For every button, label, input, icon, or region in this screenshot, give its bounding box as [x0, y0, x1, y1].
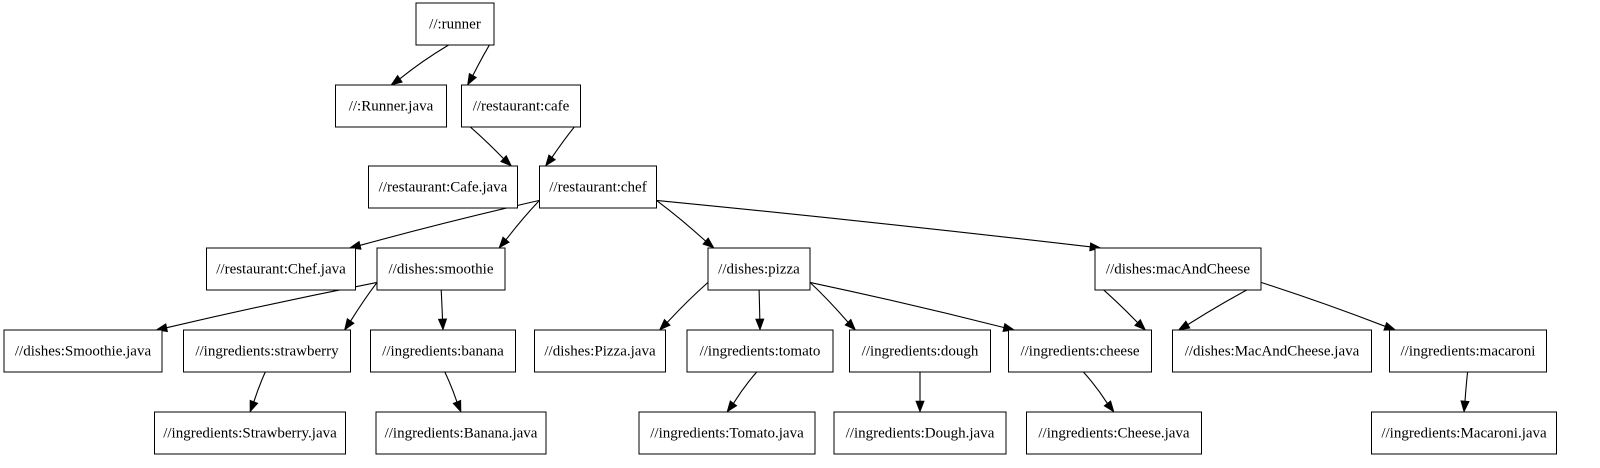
graph-node-restaurant_chef[interactable]: //restaurant:chef [539, 165, 657, 209]
node-label: //ingredients:Dough.java [846, 425, 995, 441]
graph-node-cafe_java[interactable]: //restaurant:Cafe.java [368, 165, 518, 209]
graph-edge [658, 281, 709, 331]
node-box [707, 247, 811, 291]
node-box [849, 329, 991, 373]
graph-node-ing_dough[interactable]: //ingredients:dough [849, 329, 991, 373]
node-box [638, 411, 816, 455]
node-label: //ingredients:macaroni [1401, 343, 1536, 359]
node-label: //ingredients:banana [382, 343, 504, 359]
graph-node-dough_java[interactable]: //ingredients:Dough.java [833, 411, 1007, 455]
node-box [1371, 411, 1557, 455]
graph-edge [726, 371, 758, 413]
node-label: //dishes:Pizza.java [544, 343, 656, 359]
node-box [833, 411, 1007, 455]
node-label: //ingredients:Banana.java [385, 425, 538, 441]
node-box [370, 329, 516, 373]
graph-node-ing_banana[interactable]: //ingredients:banana [370, 329, 516, 373]
node-label: //dishes:macAndCheese [1106, 261, 1250, 277]
graph-edge [809, 281, 857, 331]
graph-edge [1082, 371, 1115, 413]
graph-edge [1260, 281, 1397, 331]
graph-node-banana_java[interactable]: //ingredients:Banana.java [375, 411, 547, 455]
graph-node-runner_java[interactable]: //:Runner.java [335, 84, 447, 128]
node-box [534, 329, 666, 373]
graph-edge [1460, 371, 1470, 413]
node-box [3, 329, 163, 373]
node-label: //ingredients:tomato [700, 343, 821, 359]
graph-node-dishes_smoothie[interactable]: //dishes:smoothie [376, 247, 506, 291]
node-box [206, 247, 356, 291]
node-box [368, 165, 518, 209]
node-label: //restaurant:cafe [473, 98, 570, 114]
graph-node-pizza_java[interactable]: //dishes:Pizza.java [534, 329, 666, 373]
graph-edge [809, 281, 1016, 332]
node-box [1026, 411, 1202, 455]
graph-edge [656, 199, 715, 249]
node-label: //ingredients:strawberry [195, 343, 339, 359]
graph-node-cheese_java[interactable]: //ingredients:Cheese.java [1026, 411, 1202, 455]
node-box [686, 329, 834, 373]
graph-edge [437, 289, 448, 331]
node-label: //ingredients:Strawberry.java [163, 425, 337, 441]
node-box [335, 84, 447, 128]
graph-node-macncheese_java[interactable]: //dishes:MacAndCheese.java [1172, 329, 1372, 373]
graph-node-macaroni_java[interactable]: //ingredients:Macaroni.java [1371, 411, 1557, 455]
node-label: //dishes:MacAndCheese.java [1185, 343, 1360, 359]
node-label: //dishes:pizza [718, 261, 800, 277]
graph-edge [390, 44, 449, 86]
node-label: //ingredients:Macaroni.java [1381, 425, 1547, 441]
node-box [415, 2, 495, 46]
node-box [1094, 247, 1262, 291]
node-label: //restaurant:chef [549, 179, 646, 195]
graph-node-strawberry_java[interactable]: //ingredients:Strawberry.java [154, 411, 346, 455]
graph-node-ing_macaroni[interactable]: //ingredients:macaroni [1389, 329, 1547, 373]
graph-node-dishes_macncheese[interactable]: //dishes:macAndCheese [1094, 247, 1262, 291]
node-box [1008, 329, 1152, 373]
graph-node-tomato_java[interactable]: //ingredients:Tomato.java [638, 411, 816, 455]
node-label: //restaurant:Cafe.java [379, 179, 508, 195]
graph-node-chef_java[interactable]: //restaurant:Chef.java [206, 247, 356, 291]
node-label: //dishes:smoothie [389, 261, 494, 277]
graph-edge [498, 200, 540, 249]
node-box [1172, 329, 1372, 373]
graph-edge [915, 371, 925, 413]
node-box [539, 165, 657, 209]
graph-edge [348, 199, 540, 250]
graph-node-ing_cheese[interactable]: //ingredients:cheese [1008, 329, 1152, 373]
graph-node-ing_tomato[interactable]: //ingredients:tomato [686, 329, 834, 373]
node-box [376, 247, 506, 291]
node-label: //ingredients:Cheese.java [1038, 425, 1190, 441]
graph-edge [344, 282, 378, 331]
node-label: //ingredients:dough [862, 343, 979, 359]
node-label: //dishes:Smoothie.java [15, 343, 152, 359]
node-box [1389, 329, 1547, 373]
graph-edge [755, 289, 765, 331]
graph-node-smoothie_java[interactable]: //dishes:Smoothie.java [3, 329, 163, 373]
graph-node-ing_strawberry[interactable]: //ingredients:strawberry [183, 329, 351, 373]
graph-edge [444, 371, 462, 413]
node-label: //:runner [429, 16, 481, 32]
graph-node-restaurant_cafe[interactable]: //restaurant:cafe [461, 84, 581, 128]
node-box [461, 84, 581, 128]
node-label: //restaurant:Chef.java [216, 261, 346, 277]
graph-edge [656, 199, 1102, 252]
node-box [154, 411, 346, 455]
node-box [375, 411, 547, 455]
node-label: //ingredients:Tomato.java [650, 425, 804, 441]
graph-node-runner[interactable]: //:runner [415, 2, 495, 46]
nodes-layer: //:runner //:Runner.java //restaurant:cafe… [3, 2, 1557, 455]
node-box [183, 329, 351, 373]
node-label: //:Runner.java [349, 98, 434, 114]
node-label: //ingredients:cheese [1020, 343, 1139, 359]
graph-edge [249, 371, 266, 413]
graph-node-dishes_pizza[interactable]: //dishes:pizza [707, 247, 811, 291]
